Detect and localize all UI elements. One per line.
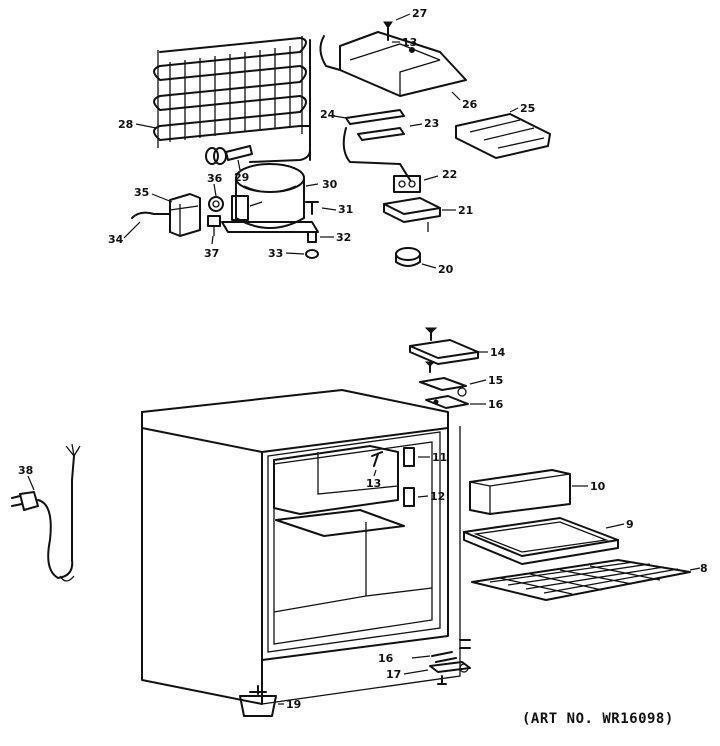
callout-31: 31 <box>338 203 353 216</box>
leader-36 <box>213 183 217 197</box>
leader-9 <box>605 523 625 529</box>
callout-33: 33 <box>268 247 283 260</box>
condenser-coil[interactable] <box>153 36 311 161</box>
leader-8 <box>689 567 701 571</box>
callout-30: 30 <box>322 178 338 191</box>
leader-26 <box>451 91 461 101</box>
evaporator-assembly[interactable] <box>319 31 467 97</box>
spacer[interactable] <box>305 249 319 259</box>
callout-27: 27 <box>412 7 427 20</box>
hinge-cover-upper[interactable] <box>403 447 415 467</box>
leader-30 <box>305 183 319 187</box>
callout-20: 20 <box>438 263 454 276</box>
bottom-hinge[interactable] <box>429 661 471 685</box>
compartment-screw[interactable] <box>371 451 383 467</box>
top-hinge-screw[interactable] <box>424 327 438 341</box>
callout-9: 9 <box>626 518 634 531</box>
leader-12 <box>417 495 429 498</box>
callout-15: 15 <box>488 374 503 387</box>
callout-11: 11 <box>432 451 447 464</box>
leader-24 <box>333 115 347 119</box>
leader-28 <box>135 123 157 129</box>
relay-bracket[interactable] <box>207 215 221 236</box>
leader-27 <box>395 13 411 21</box>
callout-35: 35 <box>134 186 149 199</box>
thermostat[interactable] <box>393 175 421 193</box>
callout-21: 21 <box>458 204 473 217</box>
callout-14: 14 <box>490 346 506 359</box>
callout-23: 23 <box>424 117 439 130</box>
ice-tray[interactable] <box>455 113 551 159</box>
leader-15 <box>469 379 487 385</box>
hinge-shim[interactable] <box>419 377 467 397</box>
hinge-spacer-top[interactable] <box>425 395 469 409</box>
leader-20 <box>421 263 437 269</box>
leader-34 <box>123 221 141 239</box>
callout-26: 26 <box>462 98 478 111</box>
thermostat-capillary[interactable] <box>342 127 411 181</box>
thermostat-knob[interactable] <box>395 247 421 267</box>
callout-36: 36 <box>207 172 223 185</box>
callout-13: 13 <box>366 477 381 490</box>
callout-10: 10 <box>590 480 606 493</box>
condenser-tubing <box>249 39 311 163</box>
overload-protector[interactable] <box>208 196 224 212</box>
wire-shelf[interactable] <box>471 559 691 601</box>
bottom-hinge-spacers[interactable] <box>459 639 471 649</box>
grommet[interactable] <box>307 231 317 243</box>
chiller-tray[interactable] <box>463 517 619 565</box>
callout-16-top: 16 <box>488 398 504 411</box>
hinge-shim-screw[interactable] <box>424 361 436 373</box>
wire-clip[interactable] <box>131 211 171 219</box>
mounting-screw[interactable] <box>305 201 319 215</box>
door-panel[interactable] <box>469 469 571 515</box>
leader-33 <box>285 252 305 255</box>
leader-38 <box>27 475 35 491</box>
art-number-label: (ART NO. WR16098) <box>522 711 674 727</box>
hinge-block[interactable] <box>403 487 415 507</box>
callout-16-bottom: 16 <box>378 652 394 665</box>
hinge-spacer-bottom[interactable] <box>431 651 457 663</box>
evaporator-screw[interactable] <box>383 21 393 41</box>
leader-35 <box>151 193 173 203</box>
leader-37 <box>211 235 214 245</box>
top-hinge[interactable] <box>409 339 479 365</box>
callout-24: 24 <box>320 108 336 121</box>
callout-19: 19 <box>286 698 301 711</box>
callout-17: 17 <box>386 668 401 681</box>
compressor[interactable] <box>221 163 319 233</box>
leader-29 <box>237 159 241 171</box>
callout-12: 12 <box>430 490 445 503</box>
leader-31 <box>321 207 337 211</box>
callout-8: 8 <box>700 562 708 575</box>
gasket[interactable] <box>345 109 405 125</box>
leader-25 <box>509 107 519 113</box>
leader-13 <box>373 469 377 477</box>
callout-13-top: 13 <box>402 36 417 49</box>
callout-37: 37 <box>204 247 219 260</box>
leader-22 <box>423 175 439 181</box>
thermostat-bracket[interactable] <box>383 197 441 232</box>
callout-25: 25 <box>520 102 535 115</box>
callout-28: 28 <box>118 118 133 131</box>
leader-17 <box>403 669 429 675</box>
cabinet[interactable] <box>141 389 461 705</box>
leveling-leg[interactable] <box>239 685 277 717</box>
callout-34: 34 <box>108 233 124 246</box>
callout-32: 32 <box>336 231 351 244</box>
drier-capillary[interactable] <box>205 145 253 165</box>
power-cord[interactable] <box>11 443 81 582</box>
leader-16-bottom <box>411 655 431 659</box>
leader-23 <box>409 123 423 127</box>
callout-38: 38 <box>18 464 33 477</box>
callout-22: 22 <box>442 168 457 181</box>
relay-cover[interactable] <box>169 193 201 237</box>
